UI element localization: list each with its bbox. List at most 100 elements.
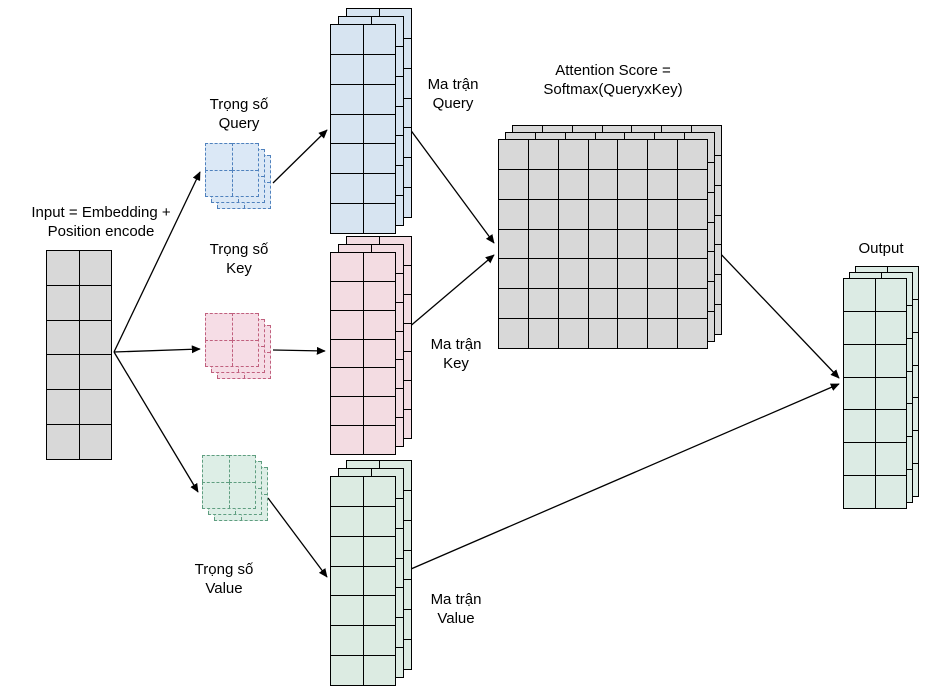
matrix-key-label: Ma trận Key	[430, 336, 482, 372]
weight-value-matrix	[202, 455, 268, 521]
matrix-cell	[587, 168, 618, 199]
matrix-cell	[617, 198, 648, 229]
matrix-cell	[362, 280, 395, 310]
matrix-cell	[498, 168, 528, 199]
matrix-cell	[330, 476, 363, 506]
matrix-cell	[527, 228, 558, 259]
matrix-cell	[557, 198, 588, 229]
matrix-cell	[205, 339, 232, 366]
matrix-cell	[330, 53, 363, 84]
arrow-weight-query-to-matrix-query	[272, 129, 328, 184]
arrow-weight-value-to-matrix-value	[267, 497, 328, 578]
matrix-query-label: Ma trận Query	[427, 76, 479, 112]
matrix-cell	[647, 258, 678, 289]
matrix-cell	[330, 595, 363, 626]
matrix-cell	[78, 319, 111, 355]
matrix-cell	[498, 258, 528, 289]
matrix-cell	[46, 319, 79, 355]
matrix-cell	[330, 655, 363, 685]
matrix-cell	[557, 258, 588, 289]
matrix-cell	[527, 168, 558, 199]
matrix-cell	[330, 565, 363, 596]
arrow-input-to-weight-query	[113, 171, 201, 353]
matrix-value-label: Ma trận Value	[430, 591, 482, 627]
matrix-cell	[677, 228, 707, 259]
matrix-cell	[362, 53, 395, 84]
matrix-cell	[874, 343, 906, 377]
arrow-input-to-weight-key	[113, 345, 201, 354]
matrix-cell	[362, 655, 395, 685]
matrix-sheet	[330, 24, 396, 234]
matrix-sheet	[202, 455, 256, 509]
matrix-sheet	[498, 139, 708, 349]
matrix-cell	[498, 288, 528, 319]
matrix-cell	[362, 83, 395, 114]
matrix-cell	[362, 565, 395, 596]
matrix-cell	[231, 313, 258, 340]
matrix-cell	[874, 278, 906, 311]
matrix-cell	[557, 228, 588, 259]
matrix-cell	[498, 318, 528, 348]
matrix-cell	[527, 198, 558, 229]
matrix-cell	[362, 476, 395, 506]
matrix-cell	[205, 169, 232, 196]
weight-value-label: Trọng số Value	[194, 561, 254, 597]
matrix-sheet	[205, 143, 259, 197]
matrix-cell	[330, 367, 363, 397]
matrix-cell	[587, 198, 618, 229]
matrix-cell	[617, 168, 648, 199]
query-matrix	[330, 8, 412, 234]
matrix-cell	[202, 455, 229, 482]
matrix-cell	[330, 113, 363, 144]
matrix-cell	[362, 625, 395, 656]
matrix-cell	[647, 139, 678, 169]
matrix-cell	[362, 309, 395, 339]
matrix-cell	[330, 505, 363, 536]
matrix-cell	[362, 252, 395, 281]
matrix-cell	[46, 424, 79, 459]
key-matrix	[330, 236, 412, 455]
matrix-cell	[557, 168, 588, 199]
matrix-sheet	[330, 252, 396, 455]
matrix-cell	[677, 139, 707, 169]
matrix-cell	[330, 625, 363, 656]
matrix-cell	[874, 475, 906, 508]
arrow-matrix-key-to-attention	[407, 254, 495, 329]
matrix-cell	[587, 288, 618, 319]
matrix-cell	[78, 424, 111, 459]
output-label: Output	[858, 240, 904, 257]
matrix-cell	[231, 169, 258, 196]
matrix-cell	[843, 278, 875, 311]
matrix-cell	[362, 367, 395, 397]
matrix-cell	[330, 425, 363, 454]
matrix-cell	[843, 376, 875, 410]
weight-key-label: Trọng số Key	[209, 241, 269, 277]
matrix-cell	[362, 396, 395, 426]
matrix-sheet	[46, 250, 112, 460]
matrix-cell	[362, 143, 395, 174]
matrix-cell	[330, 83, 363, 114]
matrix-cell	[527, 318, 558, 348]
matrix-cell	[46, 250, 79, 285]
matrix-cell	[330, 252, 363, 281]
matrix-cell	[362, 505, 395, 536]
matrix-cell	[362, 113, 395, 144]
matrix-cell	[874, 310, 906, 344]
attention-score-label: Attention Score = Softmax(QueryxKey)	[543, 62, 683, 98]
arrow-input-to-weight-value	[113, 351, 199, 493]
matrix-cell	[647, 168, 678, 199]
matrix-cell	[587, 139, 618, 169]
arrow-attention-to-output	[715, 248, 840, 379]
matrix-cell	[677, 288, 707, 319]
matrix-cell	[205, 143, 232, 170]
matrix-cell	[843, 475, 875, 508]
matrix-cell	[498, 228, 528, 259]
matrix-cell	[362, 203, 395, 233]
matrix-cell	[46, 354, 79, 390]
matrix-cell	[647, 318, 678, 348]
matrix-cell	[205, 313, 232, 340]
matrix-cell	[617, 258, 648, 289]
matrix-cell	[498, 139, 528, 169]
matrix-cell	[498, 198, 528, 229]
matrix-cell	[647, 198, 678, 229]
